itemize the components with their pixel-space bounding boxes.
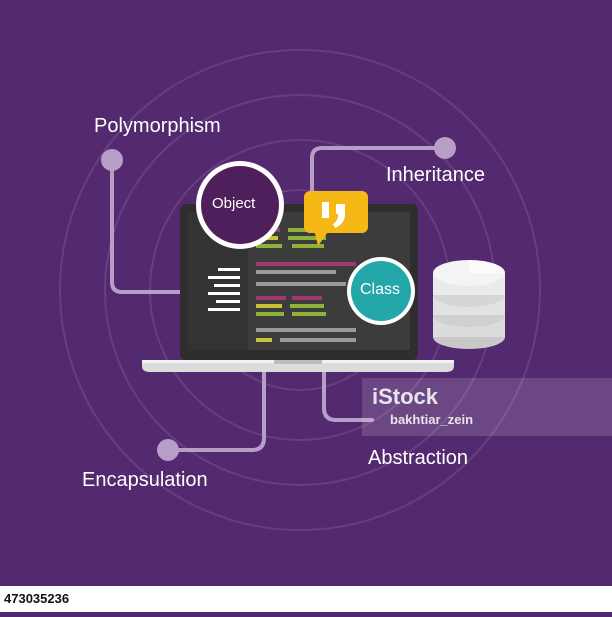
encapsulation-connector <box>168 368 264 450</box>
polymorphism-label: Polymorphism <box>94 115 221 138</box>
inheritance-label: Inheritance <box>386 164 485 187</box>
database-icon <box>433 260 505 349</box>
encapsulation-label: Encapsulation <box>82 469 208 492</box>
image-id: 473035236 <box>4 591 69 606</box>
footer-strip: 473035236 <box>0 586 612 612</box>
polymorphism-node <box>101 149 123 171</box>
watermark-credit: bakhtiar_zein <box>390 412 473 427</box>
encapsulation-node <box>157 439 179 461</box>
polymorphism-connector <box>112 160 182 292</box>
watermark-brand: iStock <box>372 384 438 410</box>
class-bubble-label: Class <box>360 281 400 299</box>
inheritance-node <box>434 137 456 159</box>
watermark: iStock bakhtiar_zein <box>362 378 612 436</box>
object-bubble-label: Object <box>212 195 255 212</box>
abstraction-label: Abstraction <box>368 447 468 470</box>
